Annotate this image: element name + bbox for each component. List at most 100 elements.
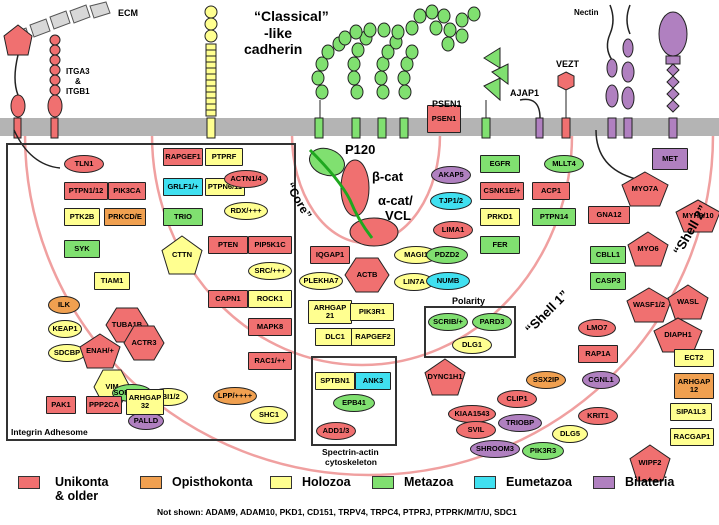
protein-pik3ca: PIK3CA bbox=[108, 182, 146, 200]
protein-tln1: TLN1 bbox=[64, 155, 104, 173]
protein-label: AKAP5 bbox=[438, 170, 464, 179]
protein-label: SHROOM3 bbox=[476, 444, 514, 453]
protein-epb41: EPB41 bbox=[333, 394, 375, 412]
protein-fer: FER bbox=[480, 236, 520, 254]
protein-racgap1: RACGAP1 bbox=[670, 428, 714, 446]
integrin-adhesome-box bbox=[6, 143, 296, 441]
protein-label: PALLD bbox=[133, 416, 159, 425]
legend-label-holozoa: Holozoa bbox=[302, 475, 351, 489]
protein-ppp2ca: PPP2CA bbox=[86, 396, 122, 414]
protein-rapgef2: RAPGEF2 bbox=[351, 328, 395, 346]
protein-mapk8: MAPK8 bbox=[248, 318, 292, 336]
protein-label: RAPGEF1 bbox=[165, 152, 201, 161]
protein-label: LIMA1 bbox=[441, 225, 465, 234]
protein-cgnl1: CGNL1 bbox=[582, 371, 620, 389]
protein-label: TIAM1 bbox=[100, 276, 124, 285]
protein-label: SHC1 bbox=[258, 410, 279, 419]
amp-label: & bbox=[75, 77, 81, 86]
protein-rapgef1: RAPGEF1 bbox=[163, 148, 203, 166]
protein-label: EPB41 bbox=[342, 398, 366, 407]
legend-swatch-unikonta bbox=[18, 476, 40, 489]
protein-label: RAP1A bbox=[585, 349, 611, 358]
protein-label: ABI1/2 bbox=[156, 392, 180, 401]
protein-label: ARHGAP 21 bbox=[313, 303, 347, 320]
protein-label: IQGAP1 bbox=[315, 250, 345, 259]
protein-diaph1: DIAPH1 bbox=[653, 317, 703, 353]
protein-label: ACP1 bbox=[540, 186, 561, 195]
protein-dlg5: DLG5 bbox=[552, 425, 588, 443]
protein-sptbn1: SPTBN1 bbox=[315, 372, 355, 390]
not-shown-note: Not shown: ADAM9, ADAM10, PKD1, CD151, T… bbox=[157, 507, 517, 517]
protein-label: SIPA1L3 bbox=[676, 407, 706, 416]
protein-acp1: ACP1 bbox=[532, 182, 570, 200]
protein-csnk1e: CSNK1E/+ bbox=[480, 182, 524, 200]
protein-label: ARHGAP 12 bbox=[677, 377, 711, 394]
bcat-label: β-cat bbox=[372, 169, 404, 184]
protein-prkcd-e: PRKCD/E bbox=[104, 208, 146, 226]
egfr-receptor bbox=[481, 47, 509, 139]
cadherin-label: cadherin bbox=[244, 41, 303, 57]
protein-label: CBLL1 bbox=[595, 250, 621, 259]
protein-dync1h1: DYNC1H1 bbox=[424, 358, 466, 396]
protein-sipa1l3: SIPA1L3 bbox=[670, 403, 712, 421]
protein-label: ARHGAP 32 bbox=[128, 393, 162, 410]
protein-label: MAGI1 bbox=[404, 250, 428, 259]
protein-enah: ENAH/+ bbox=[79, 333, 121, 369]
protein-akap5: AKAP5 bbox=[431, 166, 471, 184]
protein-label: KIAA1543 bbox=[454, 409, 490, 418]
protein-label: KRIT1 bbox=[587, 411, 609, 420]
protein-label: ACTB bbox=[356, 270, 378, 279]
protein-label: CGNL1 bbox=[588, 375, 614, 384]
protein-label: ANK3 bbox=[362, 376, 384, 385]
protein-myo7a: MYO7A bbox=[621, 171, 669, 207]
protein-dlc1: DLC1 bbox=[315, 328, 355, 346]
protein-label: TRIOBP bbox=[505, 418, 535, 427]
protein-rdx: RDX/+++ bbox=[224, 202, 268, 220]
protein-grlf1: GRLF1/+ bbox=[163, 178, 203, 196]
protein-label: SPTBN1 bbox=[320, 376, 350, 385]
protein-label: DLC1 bbox=[325, 332, 345, 341]
protein-label: SSX2IP bbox=[532, 375, 560, 384]
legend-swatch-bilateria bbox=[593, 476, 615, 489]
protein-cbll1: CBLL1 bbox=[590, 246, 626, 264]
protein-label: PRKD1 bbox=[487, 212, 513, 221]
itga3-label: ITGA3 bbox=[66, 67, 90, 76]
nectin-label: Nectin bbox=[574, 8, 599, 17]
protein-label: TLN1 bbox=[74, 159, 94, 168]
spectrin-box bbox=[311, 356, 397, 446]
protein-cttn: CTTN bbox=[161, 235, 203, 275]
protein-syk: SYK bbox=[64, 240, 100, 258]
protein-label: WIPF2 bbox=[638, 458, 662, 467]
protein-label: RAC1/++ bbox=[254, 356, 286, 365]
protein-ptpn14: PTPN14 bbox=[532, 208, 576, 226]
protein-ptk2b: PTK2B bbox=[64, 208, 100, 226]
protein-label: SYK bbox=[74, 244, 90, 253]
protein-casp3: CASP3 bbox=[590, 272, 626, 290]
protein-numb: NUMB bbox=[426, 272, 470, 290]
protein-label: CLIP1 bbox=[506, 394, 528, 403]
protein-pdzd2: PDZD2 bbox=[426, 246, 468, 264]
protein-dlg1: DLG1 bbox=[452, 336, 492, 354]
protein-label: NUMB bbox=[436, 276, 460, 285]
protein-label: ROCK1 bbox=[256, 294, 284, 303]
protein-actn1-4: ACTN1/4 bbox=[224, 170, 268, 188]
protein-label: CTTN bbox=[172, 250, 192, 259]
protein-lima1: LIMA1 bbox=[433, 221, 473, 239]
vezt-receptor bbox=[557, 71, 575, 139]
protein-label: MYO6 bbox=[637, 244, 659, 253]
protein-plekha7: PLEKHA7 bbox=[299, 272, 343, 290]
protein-label: MYO7A bbox=[631, 184, 659, 193]
protein-rock1: ROCK1 bbox=[248, 290, 292, 308]
itgb1-receptor bbox=[47, 34, 63, 139]
protein-egfr: EGFR bbox=[480, 155, 520, 173]
protein-scrib: SCRIB/+ bbox=[428, 313, 468, 331]
protein-label: ACTN1/4 bbox=[230, 174, 262, 183]
protein-label: LIN7A bbox=[403, 277, 425, 286]
protein-lpp: LPP/++++ bbox=[213, 387, 257, 405]
ajap1-receptor bbox=[519, 98, 544, 139]
protein-krit1: KRIT1 bbox=[578, 407, 618, 425]
protein-label: SRC/+++ bbox=[254, 266, 286, 275]
protein-keap1: KEAP1 bbox=[48, 320, 82, 338]
protein-tjp1-2: TJP1/2 bbox=[430, 192, 472, 210]
